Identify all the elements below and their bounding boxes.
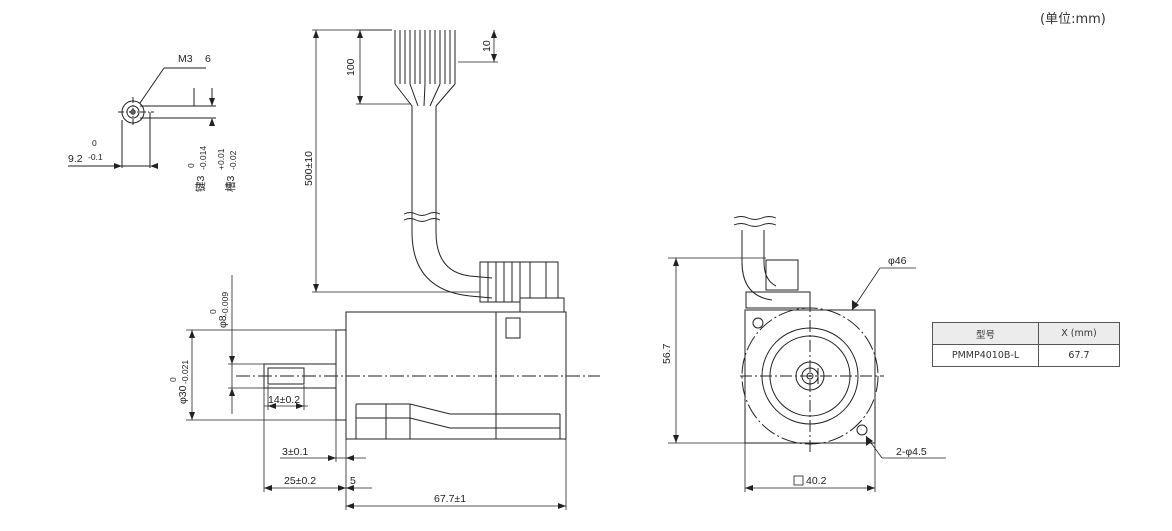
key-length-label: 14±0.2: [268, 394, 300, 406]
shaft-end-detail: [68, 67, 216, 168]
table-header-row: 型号 X (mm): [932, 322, 1120, 345]
lead-strip-label: 10: [481, 40, 493, 52]
table-row: PMMP4010B-L 67.7: [932, 344, 1120, 367]
body-length-label: 67.7±1: [434, 493, 466, 505]
flange-thickness-label: 5: [350, 475, 356, 487]
key-width-label: 键3: [194, 176, 207, 192]
pilot-tol-low: -0.021: [180, 360, 190, 384]
side-view: [236, 30, 600, 440]
table-cell-model: PMMP4010B-L: [932, 344, 1039, 367]
flange-square-label: 40.2: [806, 475, 827, 487]
shaft-dia-label: φ8: [217, 315, 229, 328]
arrow-heads: [114, 30, 875, 509]
key-height-tol-low: -0.1: [88, 152, 103, 162]
thread-label: M3: [178, 53, 193, 65]
lead-length-label: 100: [345, 58, 357, 76]
cable-length-label: 500±10: [303, 151, 315, 186]
shaft-tol-low: -0.009: [220, 292, 230, 316]
front-view: [733, 216, 884, 452]
dimension-labels: M3 6 9.2 0 -0.1 键3 0 -0.014 槽3 +0.01 -0.…: [68, 40, 927, 505]
table-header-model: 型号: [932, 322, 1039, 345]
pilot-tol-up: 0: [168, 377, 178, 382]
slot-tol-low: -0.02: [228, 150, 238, 170]
bolt-circle-label: φ46: [888, 255, 907, 267]
model-table: 型号 X (mm) PMMP4010B-L 67.7: [932, 322, 1120, 367]
table-header-x: X (mm): [1038, 322, 1120, 345]
holes-label: 2-φ4.5: [896, 446, 927, 458]
slot-tol-up: +0.01: [216, 148, 226, 170]
dimension-lines: [186, 29, 946, 510]
key-height-tol-up: 0: [92, 138, 97, 148]
unit-note: (单位:mm): [1040, 12, 1106, 27]
key-width-tol-up: 0: [186, 163, 196, 168]
shaft-tol-up: 0: [208, 309, 218, 314]
key-width-tol-low: -0.014: [198, 146, 208, 170]
square-symbol-icon: [793, 475, 804, 486]
key-height-label: 9.2: [68, 153, 83, 165]
shaft-length-label: 25±0.2: [284, 475, 316, 487]
lead-wires: [394, 30, 456, 107]
pilot-length-label: 3±0.1: [282, 446, 308, 458]
table-cell-x: 67.7: [1038, 344, 1120, 367]
height-label: 56.7: [661, 343, 673, 364]
pilot-dia-label: φ30: [177, 385, 189, 404]
thread-depth-label: 6: [205, 53, 211, 65]
slot-width-label: 槽3: [225, 176, 237, 192]
